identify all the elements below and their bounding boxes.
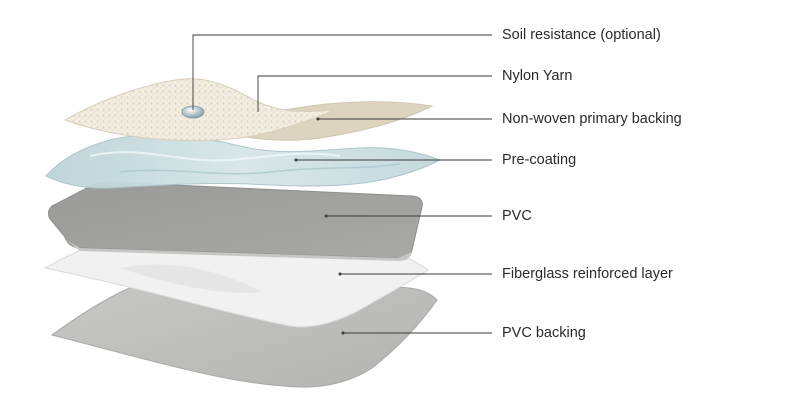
label-pre-coating: Pre-coating (502, 152, 577, 168)
fiberglass-fold (120, 264, 262, 293)
pre-coating-layer (45, 134, 442, 189)
leader-dots (294, 117, 345, 335)
pre-coating-wave-1 (89, 151, 341, 162)
pre-coating-wave-2 (119, 163, 401, 175)
label-soil-resistance: Soil resistance (optional) (502, 27, 661, 43)
pvc-edge (66, 240, 412, 261)
label-pvc-backing: PVC backing (502, 325, 586, 341)
label-pvc: PVC (502, 208, 532, 224)
pvc-layer (47, 181, 423, 259)
leader-nylon-yarn (257, 75, 492, 112)
leader-lines (192, 34, 492, 334)
label-primary-backing: Non-woven primary backing (502, 111, 682, 127)
label-nylon-yarn: Nylon Yarn (502, 68, 573, 84)
leader-soil-resistance (192, 34, 492, 110)
label-fiberglass: Fiberglass reinforced layer (502, 266, 673, 282)
